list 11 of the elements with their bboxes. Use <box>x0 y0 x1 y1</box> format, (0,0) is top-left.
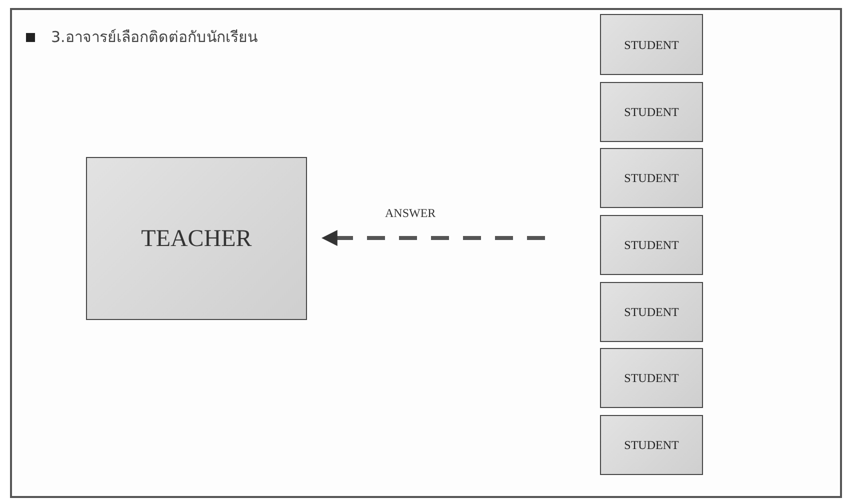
student-box: STUDENT <box>600 82 703 142</box>
student-box: STUDENT <box>600 415 703 475</box>
title: 3.อาจารย์เลือกติดต่อกับนักเรียน <box>51 27 258 48</box>
teacher-box: TEACHER <box>86 157 307 320</box>
dashed-arrow <box>321 230 545 246</box>
student-box: STUDENT <box>600 215 703 275</box>
student-box: STUDENT <box>600 282 703 342</box>
student-box: STUDENT <box>600 148 703 208</box>
student-box: STUDENT <box>600 348 703 408</box>
student-box: STUDENT <box>600 14 703 75</box>
edge-label: ANSWER <box>385 205 436 222</box>
